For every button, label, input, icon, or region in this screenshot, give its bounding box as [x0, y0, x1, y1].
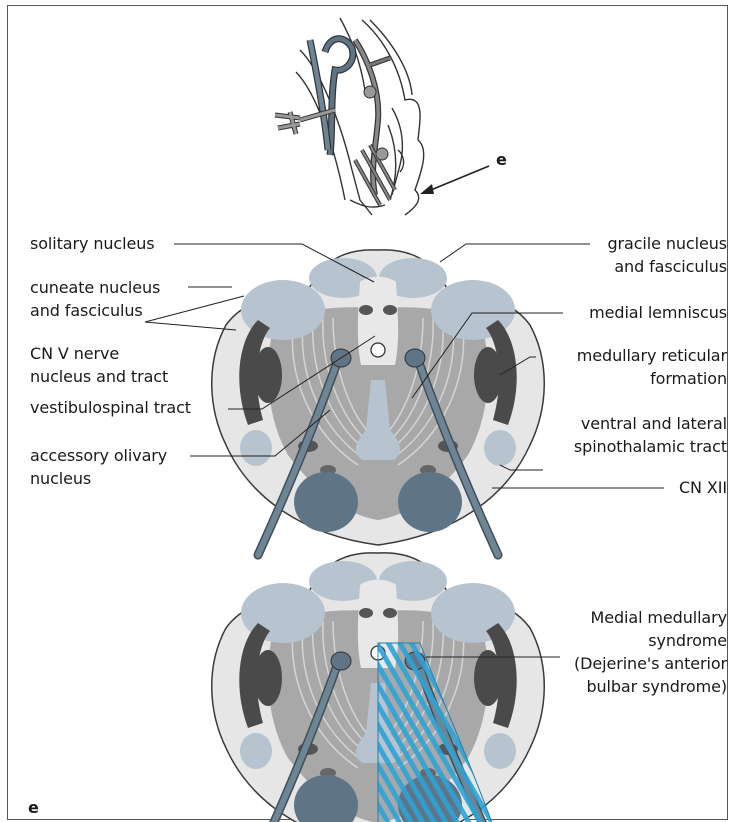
medulla-section-lower — [212, 553, 545, 822]
head-sketch-structures — [275, 39, 489, 205]
label-cuneate-line2: and fasciculus — [30, 301, 143, 321]
figure-label: e — [28, 798, 39, 818]
label-gracile-line2: and fasciculus — [614, 257, 727, 277]
label-accessory-line1: accessory olivary — [30, 446, 167, 466]
label-accessory-line2: nucleus — [30, 469, 91, 489]
label-cuneate-line1: cuneate nucleus — [30, 278, 160, 298]
syndrome-line1: Medial medullary — [591, 608, 727, 628]
label-cnv-line1: CN V nerve — [30, 344, 119, 364]
label-solitary-nucleus: solitary nucleus — [30, 234, 154, 254]
syndrome-line2: syndrome — [648, 631, 727, 651]
label-reticular-line1: medullary reticular — [577, 346, 727, 366]
syndrome-line4: bulbar syndrome) — [586, 677, 727, 697]
label-spinothalamic-line1: ventral and lateral — [581, 414, 727, 434]
label-spinothalamic-line2: spinothalamic tract — [574, 437, 727, 457]
medulla-section-upper — [212, 250, 545, 555]
label-gracile-line1: gracile nucleus — [607, 234, 727, 254]
sketch-arrow-label: e — [496, 150, 507, 170]
label-vestibulospinal: vestibulospinal tract — [30, 398, 191, 418]
syndrome-line3: (Dejerine's anterior — [574, 654, 727, 674]
label-cnv-line2: nucleus and tract — [30, 367, 168, 387]
label-medial-lemniscus: medial lemniscus — [589, 303, 727, 323]
label-cn-xii: CN XII — [679, 478, 727, 498]
label-reticular-line2: formation — [650, 369, 727, 389]
